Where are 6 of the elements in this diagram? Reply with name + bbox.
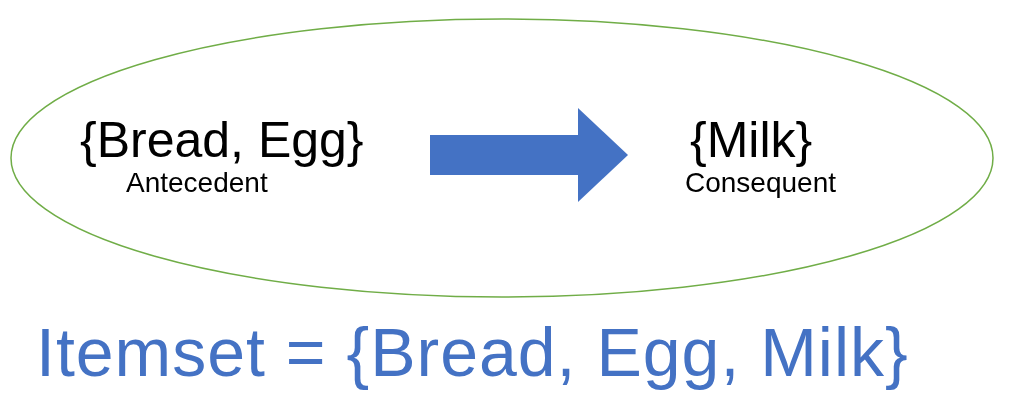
role-label: Antecedent [126,167,268,199]
itemset-text: {Milk} [690,113,813,167]
role-label: Consequent [685,167,836,199]
itemset-formula: Itemset = {Bread, Egg, Milk} [36,314,909,390]
block-arrow [430,108,628,202]
itemset-text: {Bread, Egg} [80,113,364,167]
